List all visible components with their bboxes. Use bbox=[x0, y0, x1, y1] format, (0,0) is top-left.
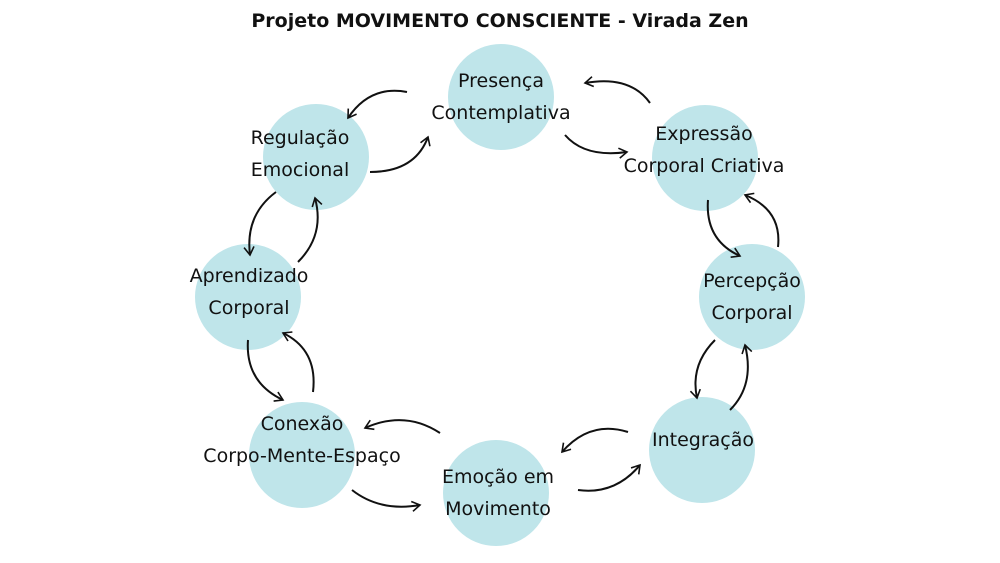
label-line: Regulação bbox=[250, 127, 350, 149]
node-label-integracao: Integração bbox=[652, 424, 754, 456]
arrow-percepcao-to-expressao bbox=[743, 192, 780, 248]
label-line: Integração bbox=[651, 429, 755, 451]
label-line: Aprendizado bbox=[189, 265, 309, 287]
label-line: Corporal Criativa bbox=[623, 155, 785, 177]
node-circle-presenca bbox=[448, 44, 554, 150]
node-circle-percepcao bbox=[699, 244, 805, 350]
arrow-presenca-to-expressao bbox=[564, 134, 629, 159]
label-line: Emocional bbox=[250, 159, 350, 181]
label-line: Corpo-Mente-Espaço bbox=[203, 445, 401, 467]
arrow-aprendizado-to-regulacao bbox=[297, 196, 323, 263]
arrow-integracao-to-emocao bbox=[561, 427, 629, 454]
label-line: Emoção em bbox=[441, 466, 555, 488]
arrow-integracao-to-percepcao bbox=[729, 343, 753, 411]
node-circle-integracao bbox=[649, 397, 755, 503]
diagram-title: Projeto MOVIMENTO CONSCIENTE - Virada Ze… bbox=[251, 10, 749, 32]
arrow-regulacao-to-aprendizado bbox=[243, 191, 277, 257]
label-line: Percepção bbox=[703, 270, 801, 292]
arrow-expressao-to-presenca bbox=[583, 76, 651, 104]
node-circle-conexao bbox=[249, 402, 355, 508]
arrow-regulacao-to-presenca bbox=[369, 135, 431, 173]
node-circle-emocao bbox=[443, 440, 549, 546]
arrow-conexao-to-aprendizado bbox=[281, 331, 315, 393]
arrow-percepcao-to-integracao bbox=[689, 339, 716, 400]
label-line: Corporal bbox=[711, 302, 793, 324]
arrow-aprendizado-to-conexao bbox=[246, 339, 285, 402]
label-line: Contemplativa bbox=[431, 102, 571, 124]
node-circle-regulacao bbox=[263, 104, 369, 210]
label-line: Movimento bbox=[445, 498, 551, 520]
arrow-expressao-to-percepcao bbox=[706, 199, 742, 259]
arrow-conexao-to-emocao bbox=[351, 489, 422, 512]
label-line: Corporal bbox=[208, 297, 290, 319]
arrow-emocao-to-integracao bbox=[577, 463, 641, 492]
arrow-emocao-to-conexao bbox=[363, 419, 441, 434]
label-line: Presença bbox=[458, 70, 544, 92]
arrow-presenca-to-regulacao bbox=[347, 89, 408, 120]
label-line: Expressão bbox=[655, 123, 753, 145]
label-line: Conexão bbox=[260, 413, 344, 435]
node-label-emocao: Emoção em Movimento bbox=[442, 461, 554, 525]
node-circle-expressao bbox=[652, 105, 758, 211]
